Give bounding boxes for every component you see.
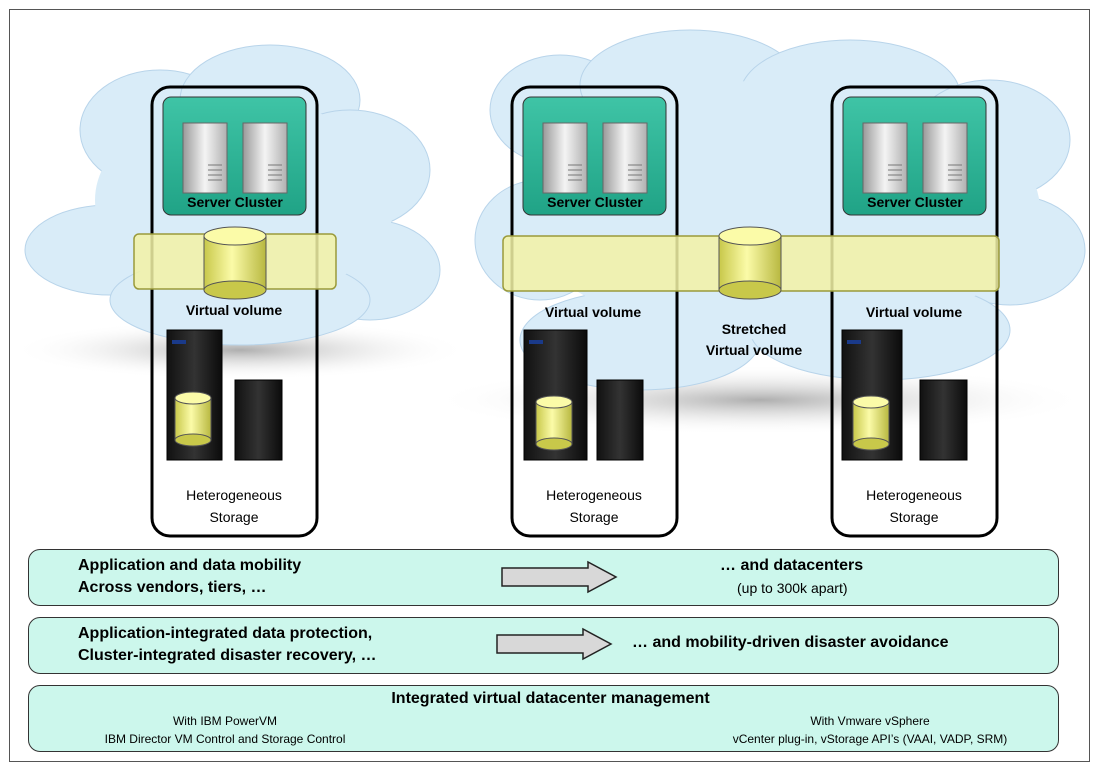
- bar1-right-line2: (up to 300k apart): [737, 580, 848, 596]
- site-column-right: [830, 85, 999, 538]
- stretched-label-line2: Virtual volume: [706, 342, 802, 358]
- bar3-left-line2: IBM Director VM Control and Storage Cont…: [104, 732, 346, 746]
- arrow-right-icon: [496, 627, 613, 661]
- site-column-middle: [510, 85, 679, 538]
- storage-label-left-line2: Storage: [209, 509, 258, 525]
- server-icons: [208, 164, 962, 181]
- disk-cylinder-middle: [535, 395, 573, 451]
- management-bar: [28, 685, 1059, 752]
- bar2-right: … and mobility-driven disaster avoidance: [632, 634, 949, 651]
- virtual-volume-label-middle: Virtual volume: [545, 304, 641, 320]
- bar3-right-line2: vCenter plug-in, vStorage API’s (VAAI, V…: [732, 732, 1008, 746]
- bar3-right-line1: With Vmware vSphere: [810, 714, 930, 728]
- arrow-right-icon: [501, 560, 618, 594]
- disk-cylinder-right: [852, 395, 890, 451]
- storage-label-right-line2: Storage: [889, 509, 938, 525]
- bar1-right-line1: … and datacenters: [720, 557, 864, 574]
- bar2-left-line1: Application-integrated data protection,: [78, 625, 373, 642]
- bar1-left-line1: Application and data mobility: [78, 557, 302, 574]
- volume-cylinder-left: [203, 226, 267, 300]
- virtual-volume-label-left: Virtual volume: [186, 302, 282, 318]
- bar2-left-line2: Cluster-integrated disaster recovery, …: [78, 647, 377, 664]
- bar3-left-line1: With IBM PowerVM: [172, 714, 277, 728]
- outer-frame: [9, 9, 1090, 762]
- server-cluster-label-right: Server Cluster: [867, 194, 963, 210]
- storage-label-left-line1: Heterogeneous: [186, 487, 282, 503]
- server-panel-right: [842, 96, 987, 216]
- server-cluster-label-left: Server Cluster: [187, 194, 283, 210]
- storage-label-right-line1: Heterogeneous: [866, 487, 962, 503]
- virtual-volume-label-right: Virtual volume: [866, 304, 962, 320]
- bar3-title: Integrated virtual datacenter management: [391, 690, 710, 707]
- disk-cylinder-left: [174, 391, 212, 447]
- stretched-label-line1: Stretched: [722, 321, 787, 337]
- server-cluster-label-middle: Server Cluster: [547, 194, 643, 210]
- volume-cylinder-stretched: [718, 226, 782, 300]
- bar1-left-line2: Across vendors, tiers, …: [78, 579, 267, 596]
- server-panel-left: [162, 96, 307, 216]
- storage-label-middle-line1: Heterogeneous: [546, 487, 642, 503]
- server-panel-middle: [522, 96, 667, 216]
- storage-label-middle-line2: Storage: [569, 509, 618, 525]
- cloud-shadow-left: [10, 320, 470, 380]
- site-column-left: [150, 85, 319, 538]
